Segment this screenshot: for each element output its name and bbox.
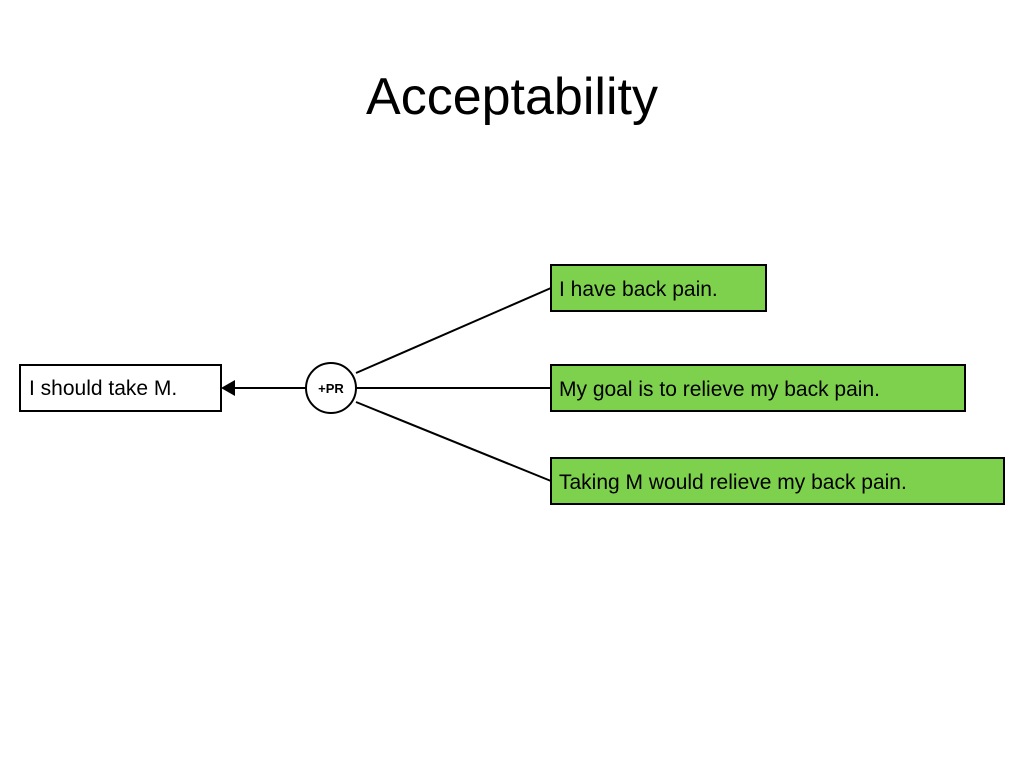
premise-node-3[interactable]: Taking M would relieve my back pain. [550,457,1005,505]
premise-box [550,264,767,312]
premise-box [550,457,1005,505]
conclusion-label: I should take M. [29,377,177,400]
connector-label: +PR [318,381,344,396]
slide-title: Acceptability [366,68,658,126]
connector-node[interactable]: +PR [305,362,357,414]
conclusion-box [19,364,222,412]
edge-premise-1 [355,287,552,374]
premise-label: My goal is to relieve my back pain. [559,378,880,401]
premise-node-2[interactable]: My goal is to relieve my back pain. [550,364,966,412]
premise-node-1[interactable]: I have back pain. [550,264,767,312]
conclusion-node[interactable]: I should take M. [19,364,222,412]
arrowhead-icon [221,380,235,396]
connector-circle [305,362,357,414]
premise-box [550,364,966,412]
premise-label: Taking M would relieve my back pain. [559,471,907,494]
edge-premise-3 [355,401,552,482]
premise-label: I have back pain. [559,278,718,301]
